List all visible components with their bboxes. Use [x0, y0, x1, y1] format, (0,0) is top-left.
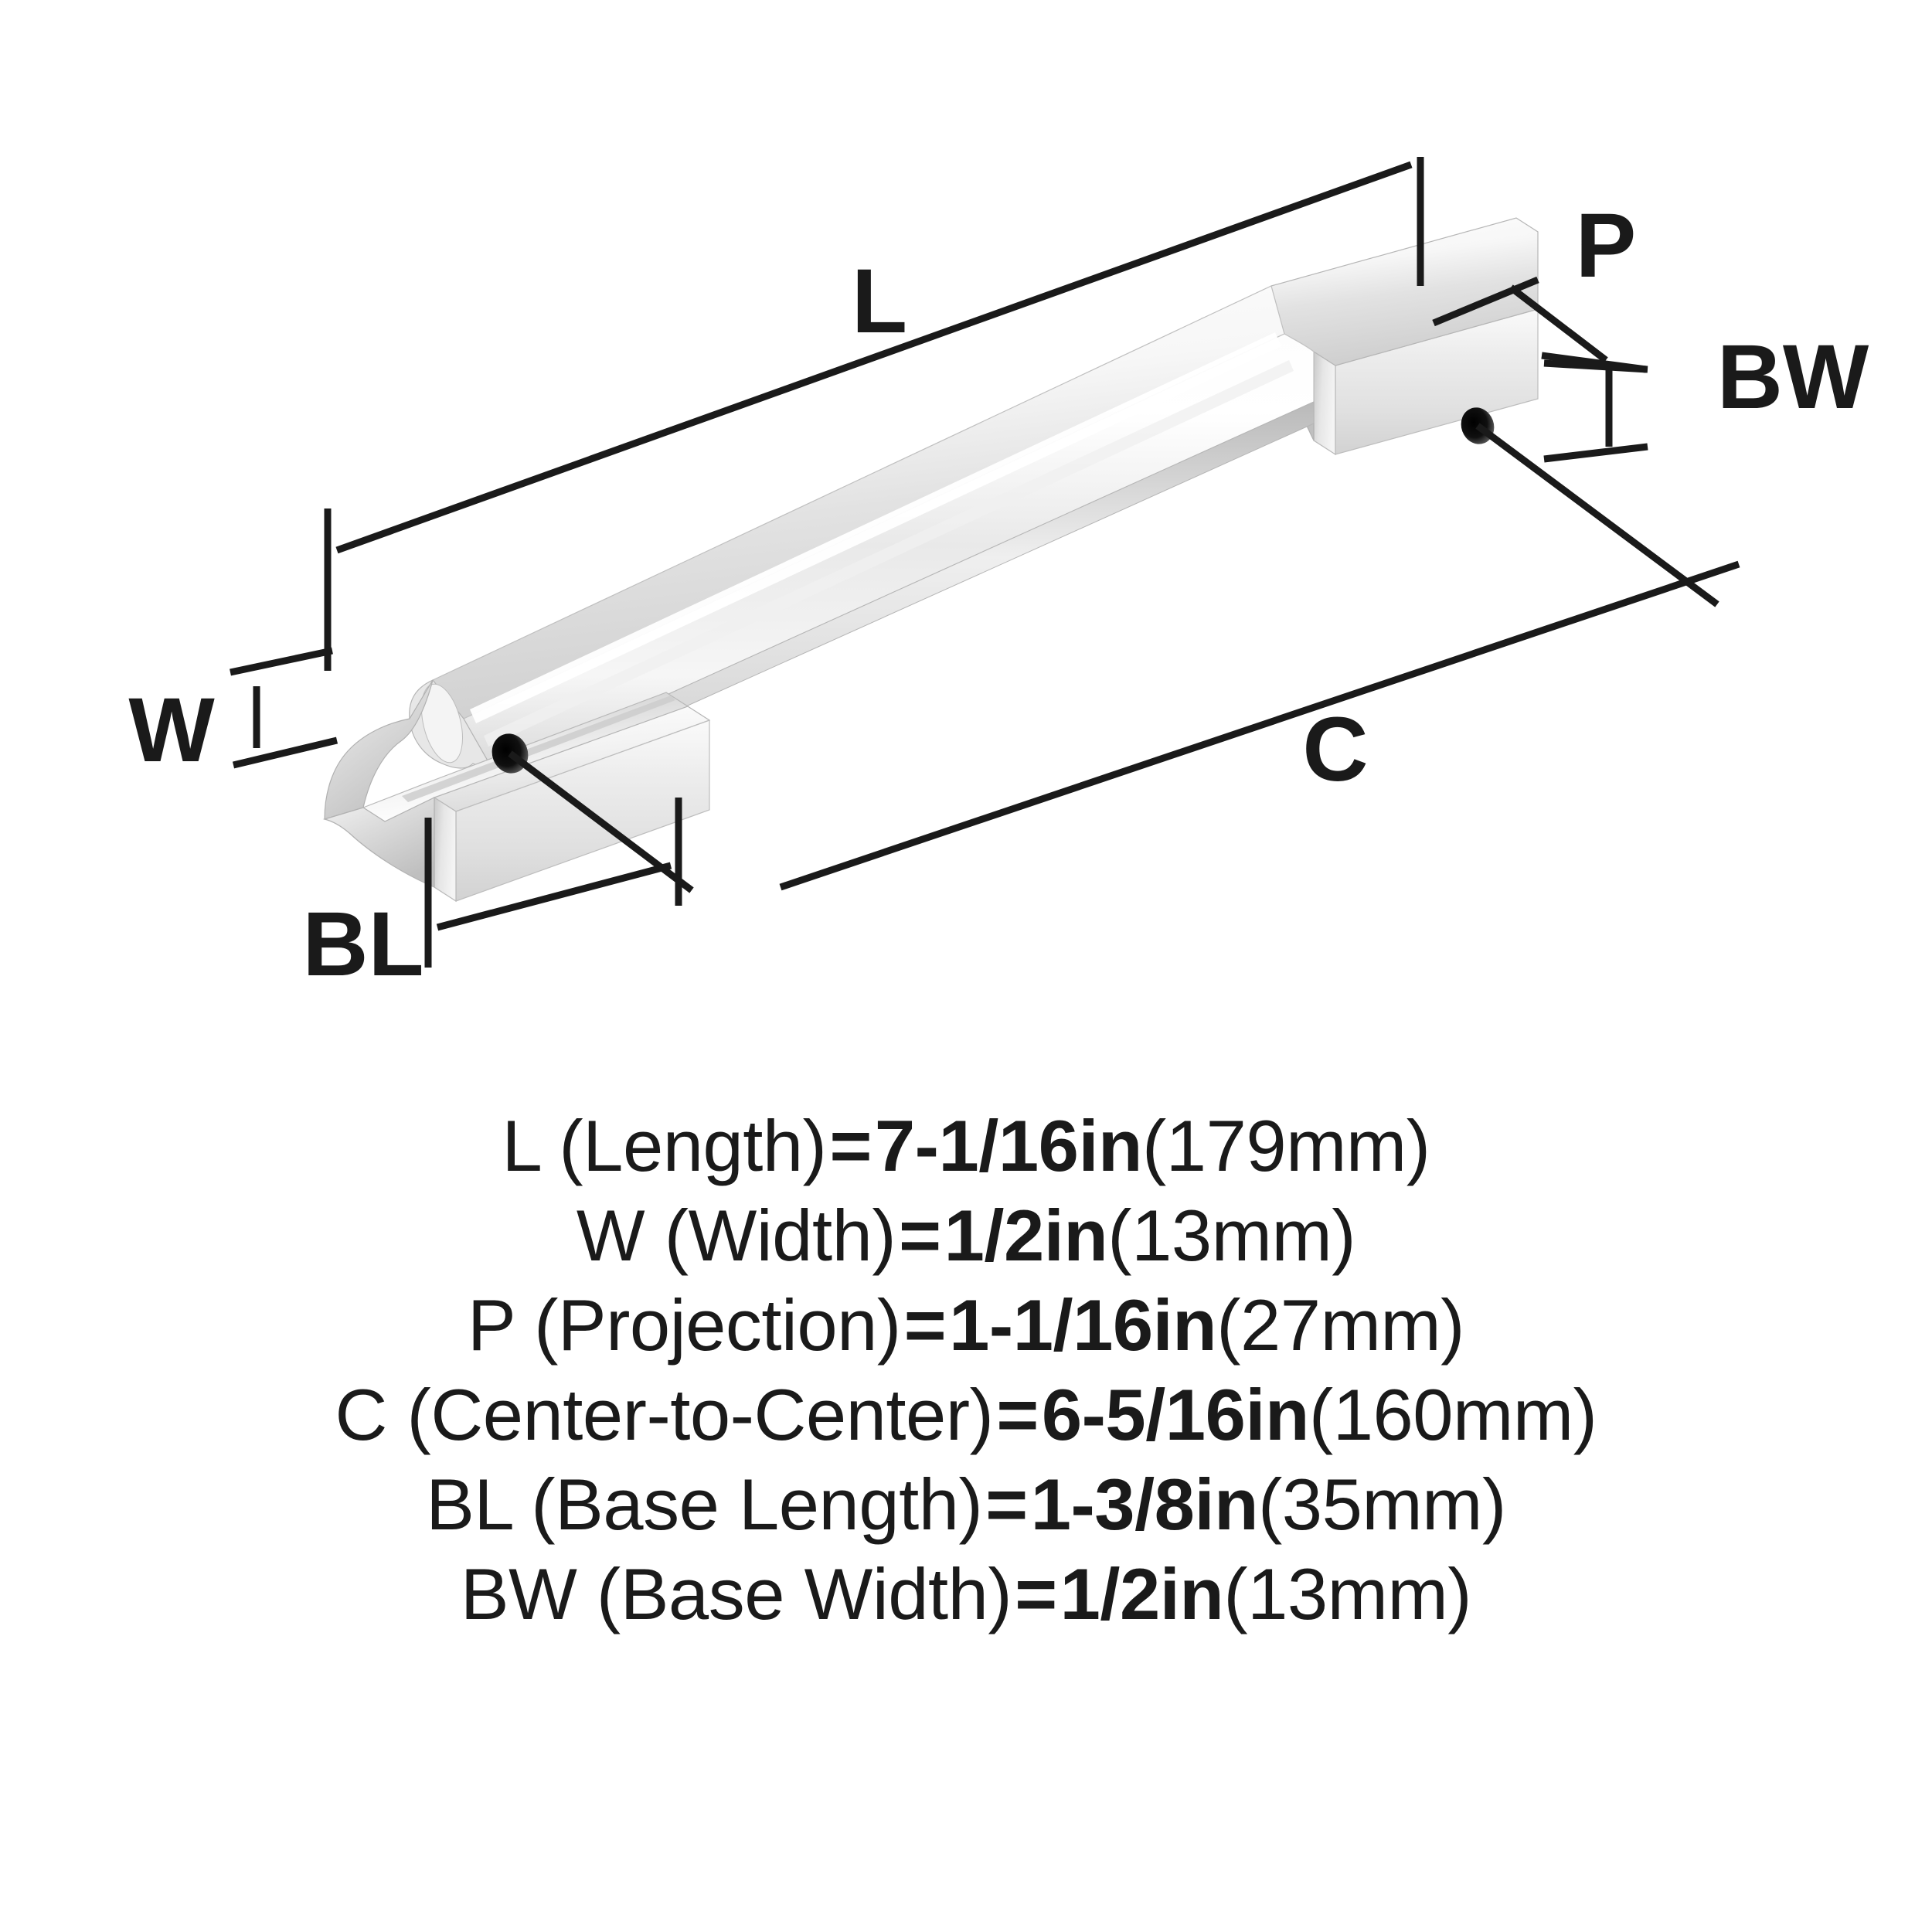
spec-value-center-to-center: 6-5/16in	[1041, 1374, 1310, 1455]
label-W: W	[128, 679, 215, 781]
C-leader-right	[1475, 423, 1719, 607]
BW-extension-upper	[1543, 359, 1648, 373]
label-BW: BW	[1717, 326, 1869, 428]
spec-row-base-length: BL (Base Length)=1-3/8in(35mm)	[0, 1460, 1932, 1549]
spec-label-length: L (Length)	[502, 1105, 827, 1186]
spec-row-width: W (Width)=1/2in(13mm)	[0, 1191, 1932, 1281]
spec-equals-center-to-center: =	[996, 1374, 1039, 1455]
W-extension-upper	[230, 647, 333, 676]
spec-row-length: L (Length)=7-1/16in(179mm)	[0, 1101, 1932, 1191]
spec-value-width: 1/2in	[944, 1195, 1108, 1276]
spec-metric-center-to-center: (160mm)	[1308, 1374, 1597, 1455]
spec-value-length: 7-1/16in	[874, 1105, 1143, 1186]
BW-extension-lower	[1543, 443, 1648, 463]
spec-equals-base-length: =	[985, 1464, 1028, 1545]
label-L: L	[852, 250, 907, 352]
W-extension-lower	[232, 736, 338, 769]
spec-equals-base-width: =	[1015, 1553, 1057, 1634]
product-illustration	[322, 217, 1539, 903]
handle-bar	[409, 217, 1539, 791]
L-measure-line	[335, 161, 1413, 554]
spec-value-base-width: 1/2in	[1060, 1553, 1224, 1634]
C-measure-line	[779, 560, 1740, 891]
spec-metric-base-width: (13mm)	[1223, 1553, 1472, 1634]
spec-equals-projection: =	[903, 1284, 947, 1366]
label-BL: BL	[302, 893, 423, 995]
label-P: P	[1576, 195, 1637, 297]
spec-metric-projection: (27mm)	[1216, 1284, 1464, 1366]
P-extension-upper	[1432, 276, 1539, 327]
C-leader-left	[508, 750, 694, 893]
spec-metric-base-length: (35mm)	[1258, 1464, 1506, 1545]
dimension-L	[324, 157, 1424, 671]
dimension-BW	[1543, 359, 1648, 463]
dimension-C	[508, 423, 1740, 893]
dimension-W	[230, 647, 338, 769]
spec-label-base-length: BL (Base Length)	[426, 1464, 983, 1545]
spec-label-width: W (Width)	[576, 1195, 896, 1276]
spec-label-center-to-center: C (Center-to-Center)	[335, 1374, 994, 1455]
dimension-annotations	[230, 157, 1740, 968]
spec-label-projection: P (Projection)	[468, 1284, 901, 1366]
P-measure-line	[1509, 284, 1608, 363]
spec-row-projection: P (Projection)=1-1/16in(27mm)	[0, 1281, 1932, 1370]
label-C: C	[1302, 699, 1368, 801]
spec-equals-length: =	[829, 1105, 872, 1186]
spec-metric-length: (179mm)	[1141, 1105, 1430, 1186]
dimension-labels: L P BW W C BL	[128, 195, 1869, 995]
spec-equals-width: =	[899, 1195, 941, 1276]
BL-measure-line	[436, 862, 672, 931]
spec-value-projection: 1-1/16in	[949, 1284, 1217, 1366]
spec-row-center-to-center: C (Center-to-Center)=6-5/16in(160mm)	[0, 1370, 1932, 1460]
spec-row-base-width: BW (Base Width)=1/2in(13mm)	[0, 1549, 1932, 1639]
specification-list: L (Length)=7-1/16in(179mm) W (Width)=1/2…	[0, 1101, 1932, 1639]
spec-metric-width: (13mm)	[1107, 1195, 1356, 1276]
spec-label-base-width: BW (Base Width)	[460, 1553, 1012, 1634]
spec-value-base-length: 1-3/8in	[1030, 1464, 1259, 1545]
dimension-BL	[424, 798, 682, 968]
